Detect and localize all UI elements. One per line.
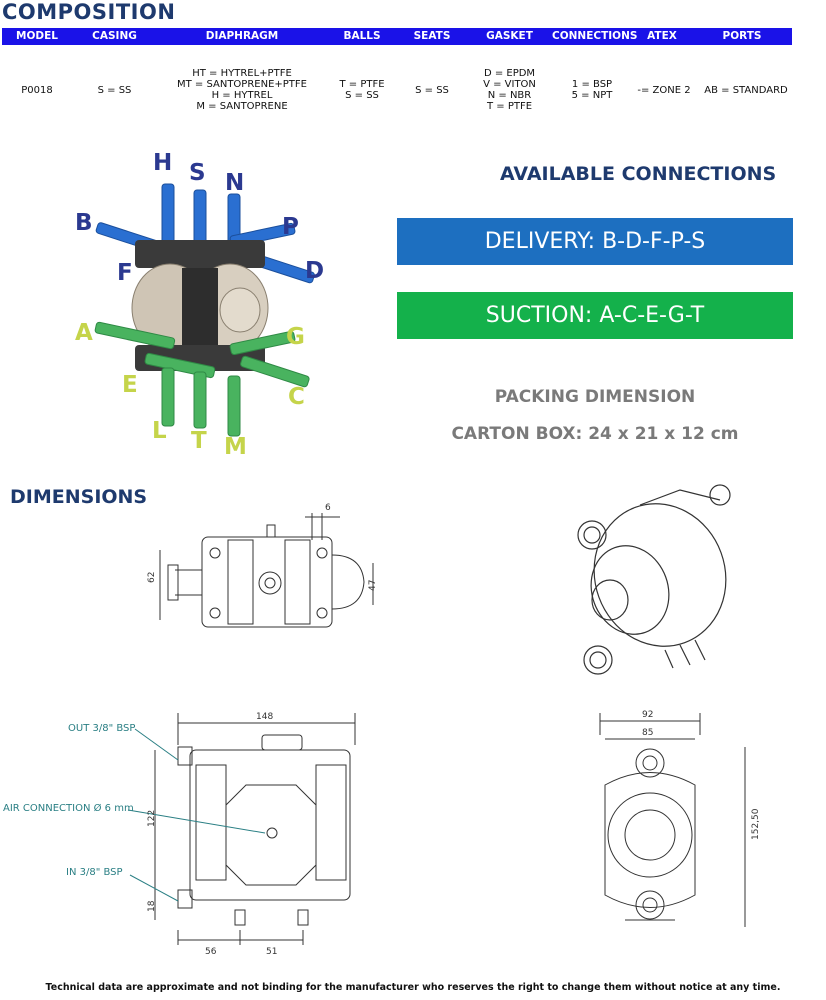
label-s: S bbox=[189, 160, 206, 186]
label-a: A bbox=[75, 320, 93, 346]
label-g: G bbox=[286, 324, 305, 350]
header-model: MODEL bbox=[16, 30, 58, 42]
carton-box-size: CARTON BOX: 24 x 21 x 12 cm bbox=[451, 424, 739, 444]
front-view-drawing: 148 122 18 56 51 OUT 3/8" BSP AIR CONNEC… bbox=[3, 712, 356, 957]
pipe-s bbox=[193, 189, 207, 249]
dim-148: 148 bbox=[256, 712, 273, 722]
pump-connections-illustration: H S N B P F D A G E C L T M bbox=[75, 150, 324, 460]
value-diaphragm: HT = HYTREL+PTFE MT = SANTOPRENE+PTFE H … bbox=[177, 68, 307, 112]
label-n: N bbox=[225, 170, 244, 196]
value-model: P0018 bbox=[21, 85, 53, 96]
pipe-g bbox=[229, 330, 296, 356]
header-ports: PORTS bbox=[722, 30, 762, 42]
pump-body bbox=[131, 240, 269, 371]
pipe-a bbox=[94, 321, 176, 350]
pipe-c bbox=[240, 355, 310, 388]
header-balls: BALLS bbox=[343, 30, 381, 42]
header-diaphragm: DIAPHRAGM bbox=[205, 30, 279, 42]
dim-6: 6 bbox=[325, 503, 331, 513]
callout-in: IN 3/8" BSP bbox=[66, 867, 123, 878]
dim-56: 56 bbox=[205, 947, 217, 957]
label-d: D bbox=[305, 258, 324, 284]
packing-dimension-title: PACKING DIMENSION bbox=[494, 387, 696, 407]
label-t: T bbox=[191, 428, 207, 454]
dim-92: 92 bbox=[642, 710, 653, 720]
delivery-band: DELIVERY: B-D-F-P-S bbox=[397, 218, 793, 265]
header-gasket: GASKET bbox=[486, 30, 533, 42]
value-seats: S = SS bbox=[415, 85, 449, 96]
value-gasket: D = EPDM V = VITON N = NBR T = PTFE bbox=[483, 68, 536, 112]
value-atex: -= ZONE 2 bbox=[637, 85, 691, 96]
dim-18: 18 bbox=[147, 900, 157, 912]
value-ports: AB = STANDARD bbox=[704, 85, 788, 96]
label-b: B bbox=[75, 210, 93, 236]
value-casing: S = SS bbox=[97, 85, 132, 96]
dimensions-title: DIMENSIONS bbox=[10, 486, 148, 508]
disclaimer-footer: Technical data are approximate and not b… bbox=[45, 982, 781, 993]
pipe-m bbox=[227, 375, 241, 437]
header-seats: SEATS bbox=[413, 30, 451, 42]
pipe-l bbox=[161, 367, 175, 427]
dim-122: 122 bbox=[147, 810, 157, 827]
callout-out: OUT 3/8" BSP bbox=[68, 723, 135, 734]
dim-152-50: 152,50 bbox=[751, 808, 760, 840]
top-view-drawing: 62 47 6 bbox=[147, 503, 378, 628]
callout-air: AIR CONNECTION Ø 6 mm bbox=[3, 802, 134, 814]
dim-47: 47 bbox=[368, 580, 378, 591]
label-l: L bbox=[152, 418, 167, 444]
pipe-t bbox=[193, 371, 207, 429]
header-casing: CASING bbox=[92, 30, 137, 42]
value-connections: 1 = BSP 5 = NPT bbox=[571, 79, 613, 101]
dim-51: 51 bbox=[266, 947, 277, 957]
available-connections-title: AVAILABLE CONNECTIONS bbox=[500, 163, 777, 185]
pipe-h bbox=[161, 183, 175, 245]
label-p: P bbox=[282, 214, 299, 240]
label-f: F bbox=[117, 260, 133, 286]
composition-header-row: MODEL CASING DIAPHRAGM BALLS SEATS GASKE… bbox=[2, 28, 792, 45]
label-e: E bbox=[122, 372, 138, 398]
composition-title: COMPOSITION bbox=[2, 0, 176, 24]
dim-62: 62 bbox=[147, 572, 157, 583]
dim-85: 85 bbox=[642, 728, 653, 738]
side-view-drawing: 92 85 152,50 bbox=[599, 710, 760, 927]
header-connections: CONNECTIONS bbox=[552, 30, 638, 42]
label-h: H bbox=[153, 150, 172, 176]
suction-band: SUCTION: A-C-E-G-T bbox=[397, 292, 793, 339]
header-atex: ATEX bbox=[647, 30, 677, 42]
label-m: M bbox=[224, 434, 247, 460]
label-c: C bbox=[288, 384, 305, 410]
isometric-drawing bbox=[577, 484, 731, 675]
value-balls: T = PTFE S = SS bbox=[339, 79, 385, 101]
